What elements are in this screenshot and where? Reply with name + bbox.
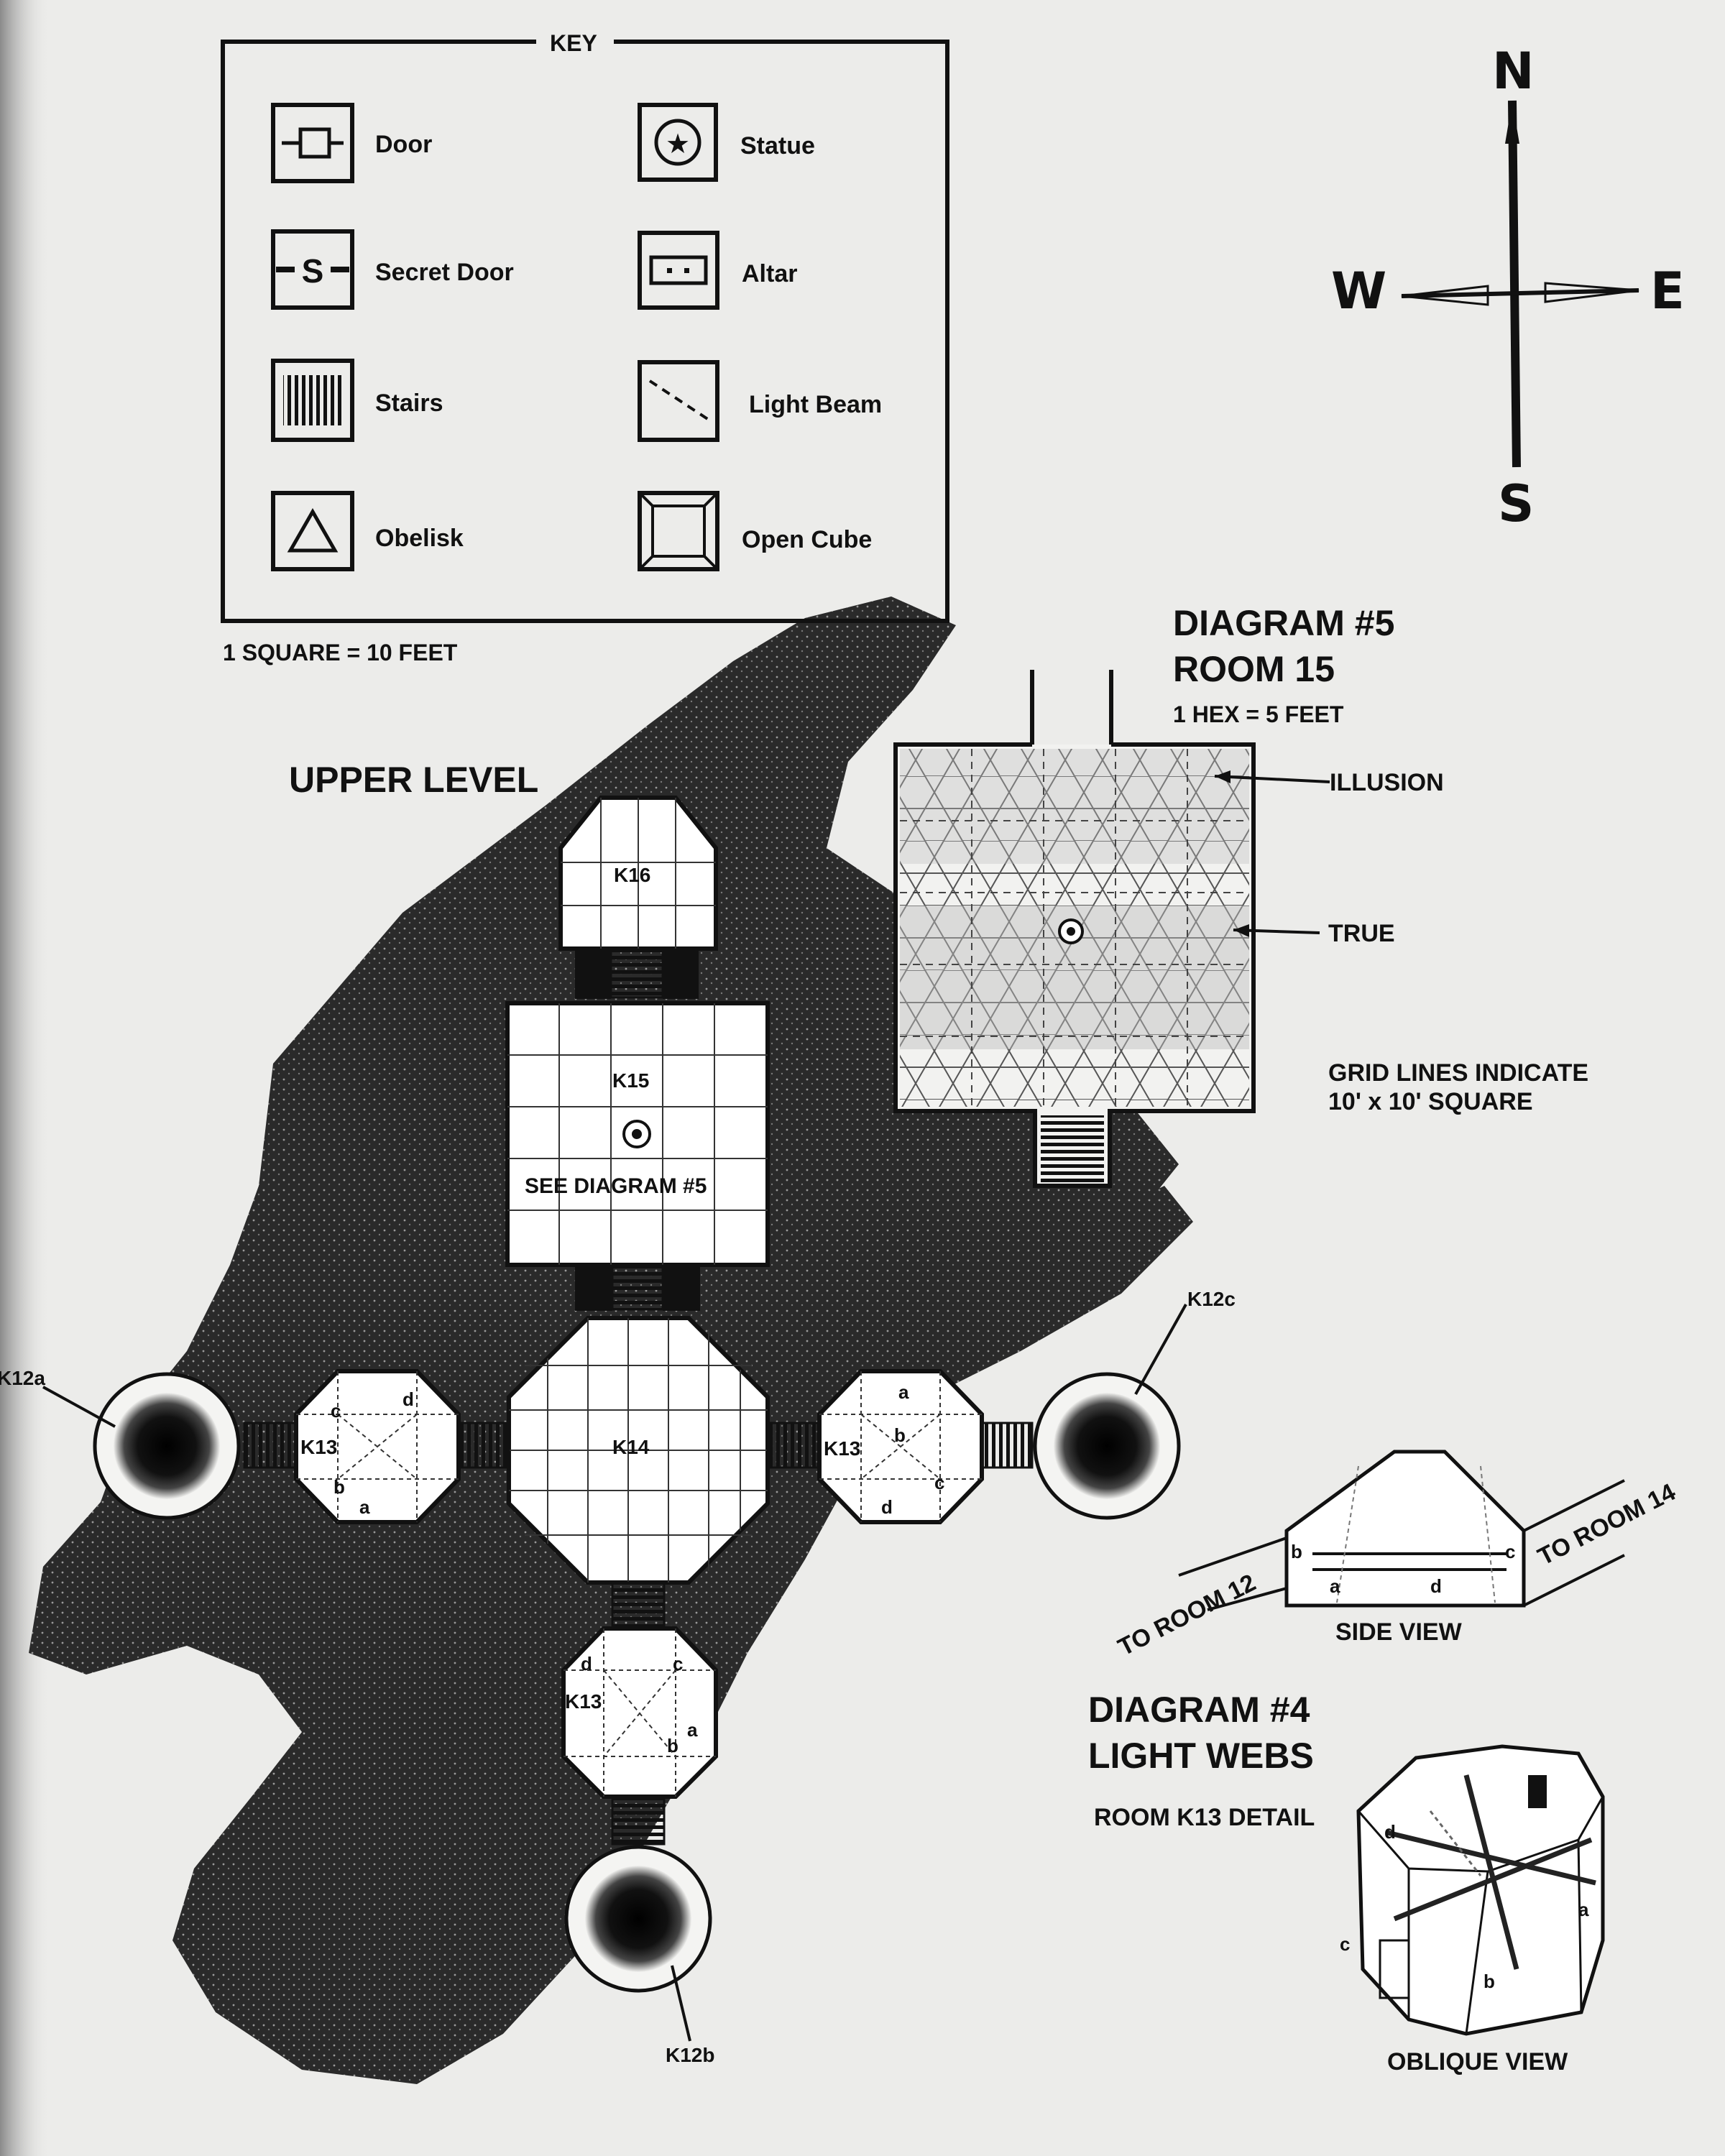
stairs-room-15 <box>1041 1115 1104 1183</box>
pit-k12b <box>564 1845 712 1993</box>
oblique-letter-d: d <box>1384 1821 1396 1843</box>
diagram-4-detail-label: ROOM K13 DETAIL <box>1094 1804 1315 1831</box>
legend-label-stairs: Stairs <box>375 390 443 417</box>
map-scale: 1 SQUARE = 10 FEET <box>223 640 458 665</box>
leader-line <box>671 1965 691 2042</box>
wall-letter-c: c <box>934 1472 945 1493</box>
stairs-k15 <box>611 1265 664 1311</box>
cave-region-right <box>877 1186 1193 1394</box>
wall-block <box>575 949 611 999</box>
side-letter-d: d <box>1430 1575 1442 1597</box>
side-letter-c: c <box>1505 1541 1516 1562</box>
grid-note-line2: 10' x 10' SQUARE <box>1328 1088 1533 1115</box>
oblique-view-label: OBLIQUE VIEW <box>1387 2048 1568 2076</box>
wall-letter-d: d <box>581 1653 592 1674</box>
legend-label-open-cube: Open Cube <box>742 526 873 553</box>
pit-k12c <box>1033 1372 1181 1520</box>
light-beam-icon <box>638 360 719 442</box>
diagram-5-scale: 1 HEX = 5 FEET <box>1173 701 1344 727</box>
side-letter-a: a <box>1330 1575 1340 1597</box>
wall-letter-b: b <box>667 1735 678 1756</box>
room-label-k13-south: K13 <box>565 1690 602 1713</box>
stairs-east <box>766 1422 819 1469</box>
legend-label-door: Door <box>375 131 433 158</box>
side-view-label: SIDE VIEW <box>1335 1618 1462 1646</box>
svg-text:★: ★ <box>666 128 690 160</box>
obelisk-icon <box>271 491 354 571</box>
legend-label-obelisk: Obelisk <box>375 525 464 552</box>
wall-letter-d: d <box>881 1496 893 1518</box>
see-diagram-label: SEE DIAGRAM #5 <box>525 1174 707 1198</box>
leader-line <box>42 1386 116 1428</box>
diagram-5-subtitle: ROOM 15 <box>1173 649 1335 689</box>
stairs-icon <box>271 359 354 442</box>
room-label-k13-east: K13 <box>824 1437 861 1460</box>
stairs-k13-south <box>611 1797 666 1846</box>
doorway <box>1528 1775 1547 1808</box>
legend-box: S ★ <box>221 29 949 623</box>
legend-title: KEY <box>550 30 597 56</box>
door-icon <box>271 103 354 183</box>
pit-label-k12b: K12b <box>666 2044 715 2066</box>
true-label: TRUE <box>1328 920 1395 947</box>
stairs-south <box>611 1581 666 1628</box>
grid-note-line1: GRID LINES INDICATE <box>1328 1059 1589 1087</box>
pit-label-k12c: K12c <box>1187 1288 1236 1310</box>
compass-rose <box>1401 100 1639 468</box>
legend-label-light-beam: Light Beam <box>749 391 883 418</box>
legend-label-secret-door: Secret Door <box>375 259 514 286</box>
stairs-west <box>457 1422 510 1469</box>
wall-letter-a: a <box>359 1496 370 1518</box>
diagram-4-oblique-view <box>1356 1744 1605 2036</box>
diagram-4-side-view <box>1178 1450 1625 1611</box>
oblique-letter-a: a <box>1578 1899 1589 1920</box>
stairs-k13-east <box>980 1422 1034 1469</box>
altar-icon <box>638 231 719 310</box>
pit-k12a <box>93 1372 241 1520</box>
room-k15 <box>505 1001 770 1267</box>
side-letter-b: b <box>1291 1541 1302 1562</box>
stairs-k16 <box>610 949 664 999</box>
compass-west: W <box>1331 262 1387 321</box>
pit-label-k12a: K12a <box>0 1367 45 1389</box>
room-label-k16: K16 <box>614 864 651 886</box>
room-k13-south <box>561 1626 718 1799</box>
legend-label-altar: Altar <box>742 260 798 287</box>
room-label-k14: K14 <box>612 1436 650 1458</box>
secret-door-icon: S <box>271 229 354 310</box>
wall-letter-b: b <box>894 1424 906 1446</box>
compass-east: E <box>1650 262 1685 321</box>
diagram-4-title: DIAGRAM #4 <box>1088 1690 1310 1730</box>
room-k13-east <box>817 1369 984 1524</box>
secret-door-glyph: S <box>302 252 324 290</box>
diagram-4-subtitle: LIGHT WEBS <box>1088 1736 1314 1776</box>
compass-south: S <box>1498 474 1535 533</box>
room-k16 <box>558 796 718 951</box>
wall-letter-c: c <box>331 1400 341 1422</box>
page-edge-shadow <box>0 0 50 2156</box>
diagram-5-room-15 <box>893 670 1330 1188</box>
oblique-letter-c: c <box>1340 1933 1351 1955</box>
stairs-k13-west <box>243 1422 298 1469</box>
leader-line <box>1134 1304 1187 1395</box>
oblique-letter-b: b <box>1484 1971 1495 1992</box>
room-label-k15: K15 <box>612 1069 650 1092</box>
wall-letter-c: c <box>673 1653 684 1674</box>
wall-letter-a: a <box>898 1381 909 1403</box>
upper-level-title: UPPER LEVEL <box>289 760 539 800</box>
legend-label-statue: Statue <box>740 132 815 160</box>
room-label-k13-west: K13 <box>300 1436 338 1458</box>
diagram-5-title: DIAGRAM #5 <box>1173 603 1395 643</box>
wall-block <box>663 949 699 999</box>
wall-letter-a: a <box>687 1719 698 1741</box>
statue-icon: ★ <box>638 103 718 182</box>
wall-letter-b: b <box>334 1476 345 1498</box>
wall-letter-d: d <box>402 1388 414 1410</box>
open-cube-icon <box>638 491 719 571</box>
illusion-label: ILLUSION <box>1330 769 1444 796</box>
compass-north: N <box>1492 42 1535 101</box>
